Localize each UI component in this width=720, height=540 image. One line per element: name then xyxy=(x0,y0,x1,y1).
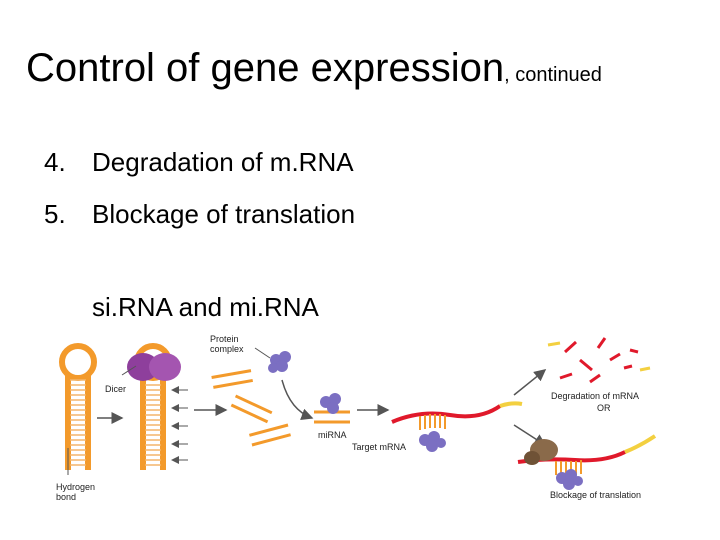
dicer-enzyme xyxy=(127,353,181,381)
rna-hairpin-with-dicer xyxy=(127,343,181,470)
target-mrna-label: Target mRNA xyxy=(352,442,406,452)
dicer-pointer xyxy=(121,365,137,376)
arrow xyxy=(513,369,547,396)
list-item-degradation: 4. Degradation of m.RNA xyxy=(44,147,354,178)
mirna-label: miRNA xyxy=(318,430,347,440)
list-item-text: Blockage of translation xyxy=(92,199,356,229)
title-main: Control of gene expression xyxy=(26,46,505,90)
hydrogen-bond-line1: Hydrogen xyxy=(56,482,95,492)
list-item-number: 4. xyxy=(44,147,66,177)
list-item-number: 5. xyxy=(44,199,66,229)
or-label: OR xyxy=(597,403,611,413)
target-mrna xyxy=(391,401,523,452)
rna-hairpin xyxy=(59,343,97,470)
cut-arrows xyxy=(171,386,188,464)
dicer-label: Dicer xyxy=(105,384,126,394)
mirna-complex xyxy=(314,393,350,424)
degradation-label: Degradation of mRNA xyxy=(551,391,639,401)
protein-complex-label-line2: complex xyxy=(210,344,244,354)
slide-title: Control of gene expression, continued xyxy=(26,44,602,99)
subheading: si.RNA and mi.RNA xyxy=(92,292,319,322)
hydrogen-bond-line2: bond xyxy=(56,492,76,502)
sirna-fragments xyxy=(211,369,292,447)
protein-pointer xyxy=(254,347,271,359)
arrow xyxy=(281,379,314,421)
ribosome xyxy=(524,439,558,465)
title-suffix: , continued xyxy=(504,64,602,86)
blocked-translation xyxy=(517,434,657,490)
blockage-label: Blockage of translation xyxy=(550,490,641,500)
degraded-mrna-fragments xyxy=(547,337,651,384)
protein-complex xyxy=(268,351,291,373)
list-item-blockage: 5. Blockage of translation xyxy=(44,199,355,230)
protein-complex-label-text: Protein xyxy=(210,334,239,344)
list-item-text: Degradation of m.RNA xyxy=(92,147,354,177)
